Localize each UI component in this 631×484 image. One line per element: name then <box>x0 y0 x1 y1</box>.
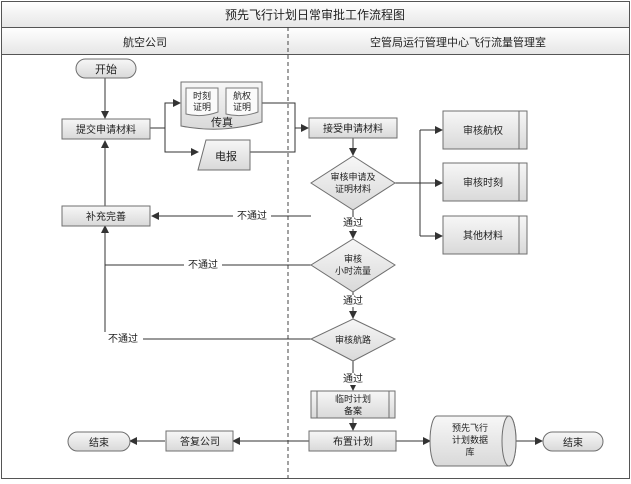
edge-label-pass2: 通过 <box>343 294 363 307</box>
receive-label: 接受申请材料 <box>323 122 383 135</box>
edge-fax-receive <box>262 102 309 132</box>
lane-title-atc: 空管局运行管理中心飞行流量管理室 <box>370 35 546 49</box>
edge-telegram-receive <box>250 128 296 153</box>
temp-plan-line2: 备案 <box>344 405 362 417</box>
fail2-label-bg <box>184 258 222 271</box>
check-airway-diamond <box>309 318 397 362</box>
other-node <box>442 215 528 255</box>
telegram-node <box>197 139 251 171</box>
doc-route-line2: 证明 <box>233 102 251 113</box>
check-time-label: 审核时刻 <box>463 176 503 189</box>
end-right-label: 结束 <box>563 436 583 449</box>
database-line3: 库 <box>465 446 474 458</box>
edge-label-fail2: 不通过 <box>188 258 218 271</box>
pass1-label-bg <box>340 217 366 229</box>
receive-node <box>308 117 398 139</box>
check-airway-label: 审核航路 <box>335 334 371 346</box>
database-cap <box>501 415 517 467</box>
edge-label-pass3: 通过 <box>343 372 363 385</box>
doc-time-line1: 时刻 <box>193 90 211 102</box>
check-hourly-line2: 小时流量 <box>335 265 371 277</box>
fax-label: 传真 <box>211 115 233 129</box>
end-right-node <box>542 431 604 452</box>
database-line2: 计划数据 <box>452 434 488 446</box>
check-route-right-node <box>442 110 528 150</box>
doc-route-line1: 航权 <box>233 90 251 102</box>
start-label: 开始 <box>95 62 117 76</box>
end-left-label: 结束 <box>89 436 109 449</box>
reply-label: 答复公司 <box>180 435 220 448</box>
check-hourly-diamond <box>310 238 396 293</box>
doc-route-shape <box>225 87 259 117</box>
fail3-label-bg <box>103 332 143 345</box>
lane-title-airline: 航空公司 <box>123 35 167 49</box>
check-hourly-line1: 审核 <box>344 253 362 265</box>
start-node <box>75 58 137 79</box>
database-line1: 预先飞行 <box>452 422 488 434</box>
supplement-node <box>61 205 151 227</box>
doc-time-line2: 证明 <box>193 102 211 113</box>
edge-submit-telegram <box>150 127 199 156</box>
pass3-label-bg <box>340 373 366 385</box>
supplement-label: 补充完善 <box>86 210 126 223</box>
publish-label: 布置计划 <box>333 435 373 448</box>
edge-label-pass1: 通过 <box>343 216 363 229</box>
check-route-right-label: 审核航权 <box>463 124 503 137</box>
submit-label: 提交申请材料 <box>76 123 136 136</box>
check-apply-line1: 审核申请及 <box>330 171 375 183</box>
doc-time-shape <box>185 87 219 117</box>
pass2-label-bg <box>340 295 366 307</box>
other-label: 其他材料 <box>463 229 503 242</box>
lane-header-bar <box>1 27 630 55</box>
temp-plan-line1: 临时计划 <box>335 393 371 405</box>
check-apply-diamond <box>310 155 396 211</box>
reply-node <box>165 430 234 452</box>
publish-node <box>308 430 397 452</box>
edge-label-fail3: 不通过 <box>108 332 138 345</box>
title-bar <box>1 1 630 28</box>
temp-plan-node <box>310 390 396 419</box>
edge-label-fail1: 不通过 <box>237 209 267 222</box>
submit-node <box>61 118 151 140</box>
check-apply-line2: 证明材料 <box>335 183 371 195</box>
check-time-node <box>442 162 528 202</box>
telegram-label: 电报 <box>215 149 237 163</box>
diagram-title: 预先飞行计划日常审批工作流程图 <box>225 7 405 22</box>
end-left-node <box>67 431 131 452</box>
fail1-label-bg <box>233 209 271 222</box>
